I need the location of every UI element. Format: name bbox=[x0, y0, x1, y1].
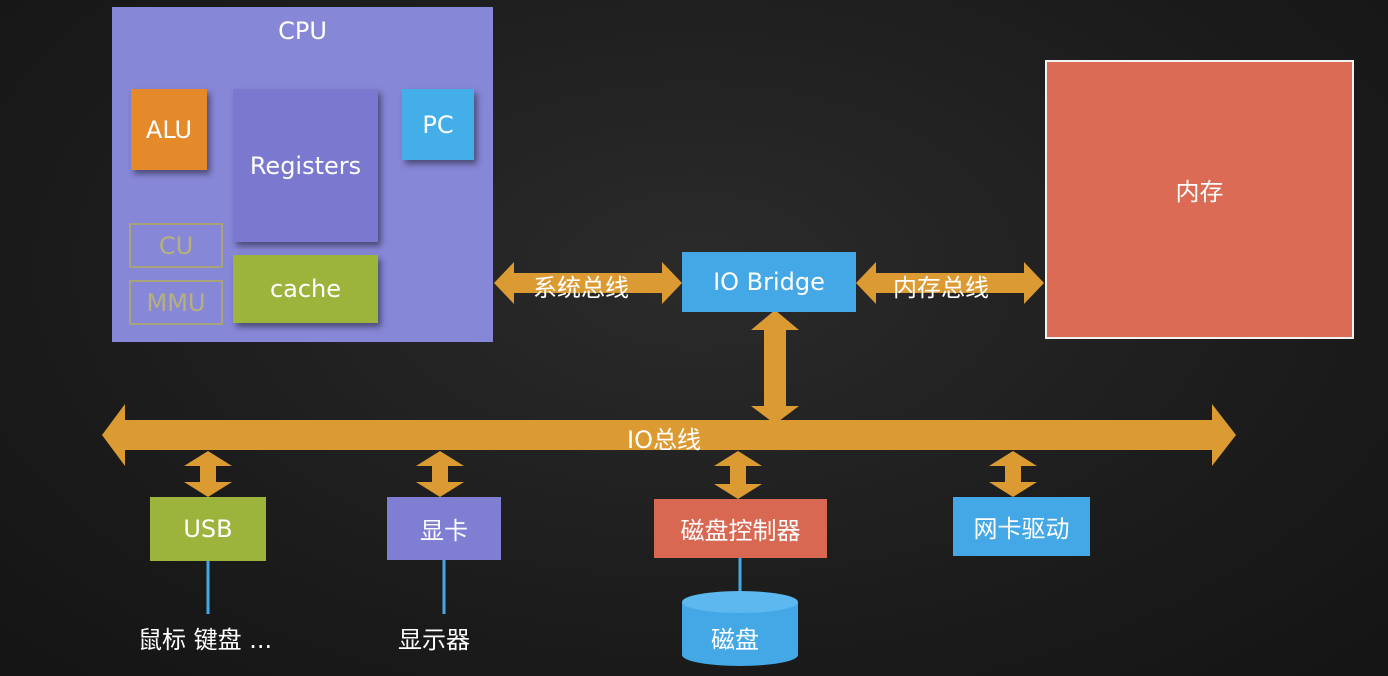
alu-block: ALU bbox=[131, 89, 207, 170]
pc-block: PC bbox=[402, 89, 474, 160]
mmu-block: MMU bbox=[129, 280, 223, 325]
bridge-io-bus-arrow bbox=[751, 310, 799, 424]
usb-peripheral-label: 鼠标 键盘 ... bbox=[138, 626, 273, 654]
nic-label: 网卡驱动 bbox=[973, 515, 1070, 543]
registers-block: Registers bbox=[233, 89, 378, 242]
usb-block: USB bbox=[150, 497, 266, 561]
disk-controller-label: 磁盘控制器 bbox=[680, 517, 801, 545]
io-bus-arrow bbox=[102, 404, 1236, 466]
cache-label: cache bbox=[269, 275, 342, 303]
pc-label: PC bbox=[422, 110, 454, 139]
system-bus-arrow bbox=[494, 262, 682, 304]
disk-controller-bus-arrow bbox=[714, 451, 762, 499]
alu-label: ALU bbox=[145, 115, 193, 144]
io-bridge-block: IO Bridge bbox=[682, 252, 856, 312]
cu-block: CU bbox=[129, 223, 223, 268]
registers-label: Registers bbox=[249, 151, 362, 180]
system-bus-label: 系统总线 bbox=[533, 274, 629, 302]
nic-block: 网卡驱动 bbox=[953, 497, 1090, 556]
gpu-peripheral-label: 显示器 bbox=[398, 626, 470, 654]
io-bridge-label: IO Bridge bbox=[713, 268, 825, 296]
memory-block: 内存 bbox=[1045, 60, 1354, 339]
cpu-title: CPU bbox=[278, 17, 327, 45]
disk-label: 磁盘 bbox=[711, 626, 759, 654]
gpu-bus-arrow bbox=[416, 451, 464, 497]
memory-bus-arrow bbox=[856, 262, 1044, 304]
memory-label: 内存 bbox=[1175, 178, 1224, 206]
usb-bus-arrow bbox=[184, 451, 232, 497]
usb-label: USB bbox=[183, 515, 233, 543]
cache-block: cache bbox=[233, 255, 378, 323]
cu-label: CU bbox=[158, 231, 194, 260]
memory-bus-label: 内存总线 bbox=[893, 274, 989, 302]
io-bus-label: IO总线 bbox=[627, 426, 701, 454]
disk-cylinder bbox=[682, 591, 798, 666]
mmu-label: MMU bbox=[146, 288, 206, 317]
gpu-block: 显卡 bbox=[387, 497, 501, 560]
disk-controller-block: 磁盘控制器 bbox=[654, 499, 827, 558]
nic-bus-arrow bbox=[989, 451, 1037, 497]
gpu-label: 显卡 bbox=[420, 517, 468, 545]
